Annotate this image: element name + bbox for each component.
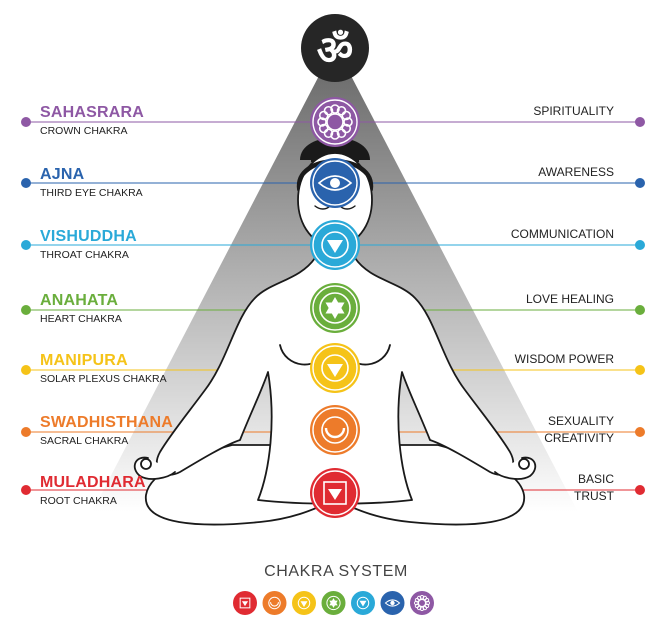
chakra-name: SAHASRARA xyxy=(40,104,145,121)
guide-dot-right xyxy=(635,240,645,250)
chakra-label: ANAHATA HEART CHAKRA xyxy=(40,292,122,326)
chakra-meaning: AWARENESS xyxy=(538,165,614,179)
legend-heart-star-icon xyxy=(321,591,346,615)
legend-throat-triangle-icon xyxy=(351,591,375,615)
crown-lotus-icon xyxy=(310,97,360,147)
chakra-meaning: SPIRITUALITY xyxy=(533,104,614,118)
chakra-name: SWADHISTHANA xyxy=(40,414,174,431)
legend-solar-plexus-icon xyxy=(292,591,316,615)
guide-dot-left xyxy=(21,305,31,315)
chakra-subtitle: THIRD EYE CHAKRA xyxy=(40,187,143,199)
chakra-label: SWADHISTHANA SACRAL CHAKRA xyxy=(40,414,173,448)
chakra-name: VISHUDDHA xyxy=(40,228,137,245)
guide-dot-right xyxy=(635,178,645,188)
sacral-crescent-icon xyxy=(310,405,360,455)
legend-third-eye-icon xyxy=(380,591,405,615)
guide-dot-left xyxy=(21,117,31,127)
guide-dot-right xyxy=(635,427,645,437)
chakra-meaning: LOVE HEALING xyxy=(525,292,614,306)
meaning-line-2: CREATIVITY xyxy=(544,431,614,445)
chakra-meaning: WISDOM POWER xyxy=(514,352,614,366)
chakra-label: SAHASRARA CROWN CHAKRA xyxy=(40,104,144,138)
guide-dot-left xyxy=(21,427,31,437)
chakra-meaning: COMMUNICATION xyxy=(510,227,614,241)
chakra-subtitle: ROOT CHAKRA xyxy=(40,495,117,507)
chakra-label: AJNA THIRD EYE CHAKRA xyxy=(40,166,143,200)
meaning-line-1: SEXUALITY xyxy=(547,414,614,428)
chakra-subtitle: THROAT CHAKRA xyxy=(40,249,129,261)
guide-dot-left xyxy=(21,178,31,188)
chakra-subtitle: SOLAR PLEXUS CHAKRA xyxy=(40,373,167,385)
chakra-subtitle: HEART CHAKRA xyxy=(40,313,122,325)
guide-dot-right xyxy=(635,305,645,315)
root-square-icon xyxy=(310,468,360,518)
meaning-line-1: BASIC xyxy=(577,472,614,486)
legend-crown-lotus-icon xyxy=(410,591,434,615)
chakra-subtitle: SACRAL CHAKRA xyxy=(40,435,129,447)
guide-dot-left xyxy=(21,365,31,375)
meaning-line-2: TRUST xyxy=(574,489,614,503)
chakra-name: MULADHARA xyxy=(40,474,146,491)
solar-plexus-icon xyxy=(310,343,360,393)
chakra-label: MULADHARA ROOT CHAKRA xyxy=(40,474,146,508)
om-circle xyxy=(301,14,369,82)
chart-title: CHAKRA SYSTEM xyxy=(264,563,408,580)
chakra-label: VISHUDDHA THROAT CHAKRA xyxy=(40,228,137,262)
heart-star-icon xyxy=(310,283,360,333)
chakra-name: ANAHATA xyxy=(40,292,119,309)
third-eye-icon xyxy=(310,158,360,208)
chakra-meaning: SEXUALITY CREATIVITY xyxy=(544,413,614,447)
chakra-name: MANIPURA xyxy=(40,352,128,369)
guide-dot-left xyxy=(21,240,31,250)
guide-dot-right xyxy=(635,365,645,375)
chakra-subtitle: CROWN CHAKRA xyxy=(40,125,128,137)
chakra-meaning: BASIC TRUST xyxy=(574,471,614,505)
guide-dot-right xyxy=(635,117,645,127)
chakra-label: MANIPURA SOLAR PLEXUS CHAKRA xyxy=(40,352,167,386)
guide-dot-left xyxy=(21,485,31,495)
throat-triangle-icon xyxy=(310,220,360,270)
legend-root-square-icon xyxy=(233,591,257,615)
legend-sacral-crescent-icon xyxy=(262,591,287,615)
guide-dot-right xyxy=(635,485,645,495)
chakra-name: AJNA xyxy=(40,166,85,183)
om-symbol: ॐ xyxy=(317,28,353,74)
